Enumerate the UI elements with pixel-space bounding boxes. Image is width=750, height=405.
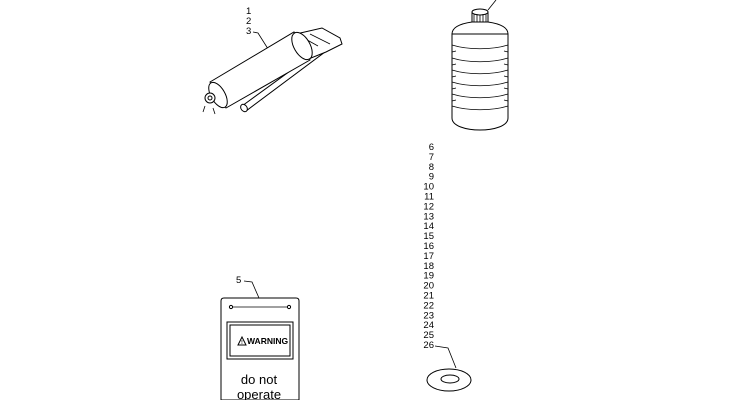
callout-23: 23 bbox=[423, 310, 434, 321]
callout-1: 1 bbox=[246, 6, 251, 17]
callout-25: 25 bbox=[423, 330, 434, 341]
callout-17: 17 bbox=[423, 251, 434, 262]
callout-11: 11 bbox=[424, 192, 434, 203]
leader-line-5 bbox=[243, 280, 260, 299]
leader-line-3 bbox=[252, 31, 271, 53]
tag-line-1: do not bbox=[241, 372, 278, 387]
warning-triangle-icon bbox=[237, 335, 247, 346]
end-ring-hole bbox=[207, 95, 213, 101]
barrel-top-cap bbox=[291, 31, 313, 61]
washer-hole bbox=[440, 374, 460, 384]
callout-6: 6 bbox=[429, 142, 434, 153]
leader-line-cartridge bbox=[487, 0, 497, 11]
washer bbox=[426, 368, 472, 392]
callout-5: 5 bbox=[236, 275, 241, 286]
tag-hole-right bbox=[286, 304, 292, 310]
callout-20: 20 bbox=[423, 281, 434, 292]
tag-line-2: operate bbox=[237, 387, 281, 400]
callout-15: 15 bbox=[423, 231, 434, 242]
grease-gun-callouts: 1 2 3 bbox=[246, 6, 271, 53]
callout-9: 9 bbox=[429, 172, 434, 183]
callout-21: 21 bbox=[423, 291, 434, 302]
bellows-ridge bbox=[451, 44, 509, 50]
bellows-folds-left bbox=[451, 50, 457, 102]
callout-2: 2 bbox=[246, 16, 251, 27]
warning-tag: ! WARNING do not operate bbox=[220, 297, 300, 402]
bellows-ridge bbox=[451, 81, 509, 87]
callout-3: 3 bbox=[246, 26, 251, 37]
grease-gun bbox=[202, 27, 343, 115]
callout-10: 10 bbox=[423, 182, 434, 193]
ring-tabs bbox=[202, 105, 216, 115]
bellows-ridge bbox=[451, 105, 509, 111]
callout-13: 13 bbox=[423, 211, 434, 222]
callout-12: 12 bbox=[423, 201, 434, 212]
bellows-folds-right bbox=[503, 50, 509, 102]
bellows-ridge bbox=[451, 69, 509, 75]
warning-label: WARNING bbox=[247, 336, 288, 346]
callout-16: 16 bbox=[423, 241, 434, 252]
grease-cartridge bbox=[451, 0, 509, 131]
callout-19: 19 bbox=[423, 271, 434, 282]
leader-line-26 bbox=[434, 345, 457, 369]
bellows-ridge bbox=[451, 57, 509, 63]
cartridge-body bbox=[451, 33, 509, 131]
bellows-ridge bbox=[451, 93, 509, 99]
callout-22: 22 bbox=[423, 300, 434, 311]
tag-hole-left bbox=[228, 304, 234, 310]
callout-8: 8 bbox=[429, 162, 434, 173]
cap-knurl bbox=[473, 14, 487, 25]
callout-14: 14 bbox=[423, 221, 434, 232]
callout-26: 26 bbox=[423, 340, 434, 351]
callout-18: 18 bbox=[423, 261, 434, 272]
callout-24: 24 bbox=[423, 320, 434, 331]
lever-end bbox=[240, 103, 248, 113]
callout-7: 7 bbox=[429, 152, 434, 163]
exclamation-icon: ! bbox=[241, 340, 243, 346]
head-detail-2 bbox=[309, 33, 331, 45]
